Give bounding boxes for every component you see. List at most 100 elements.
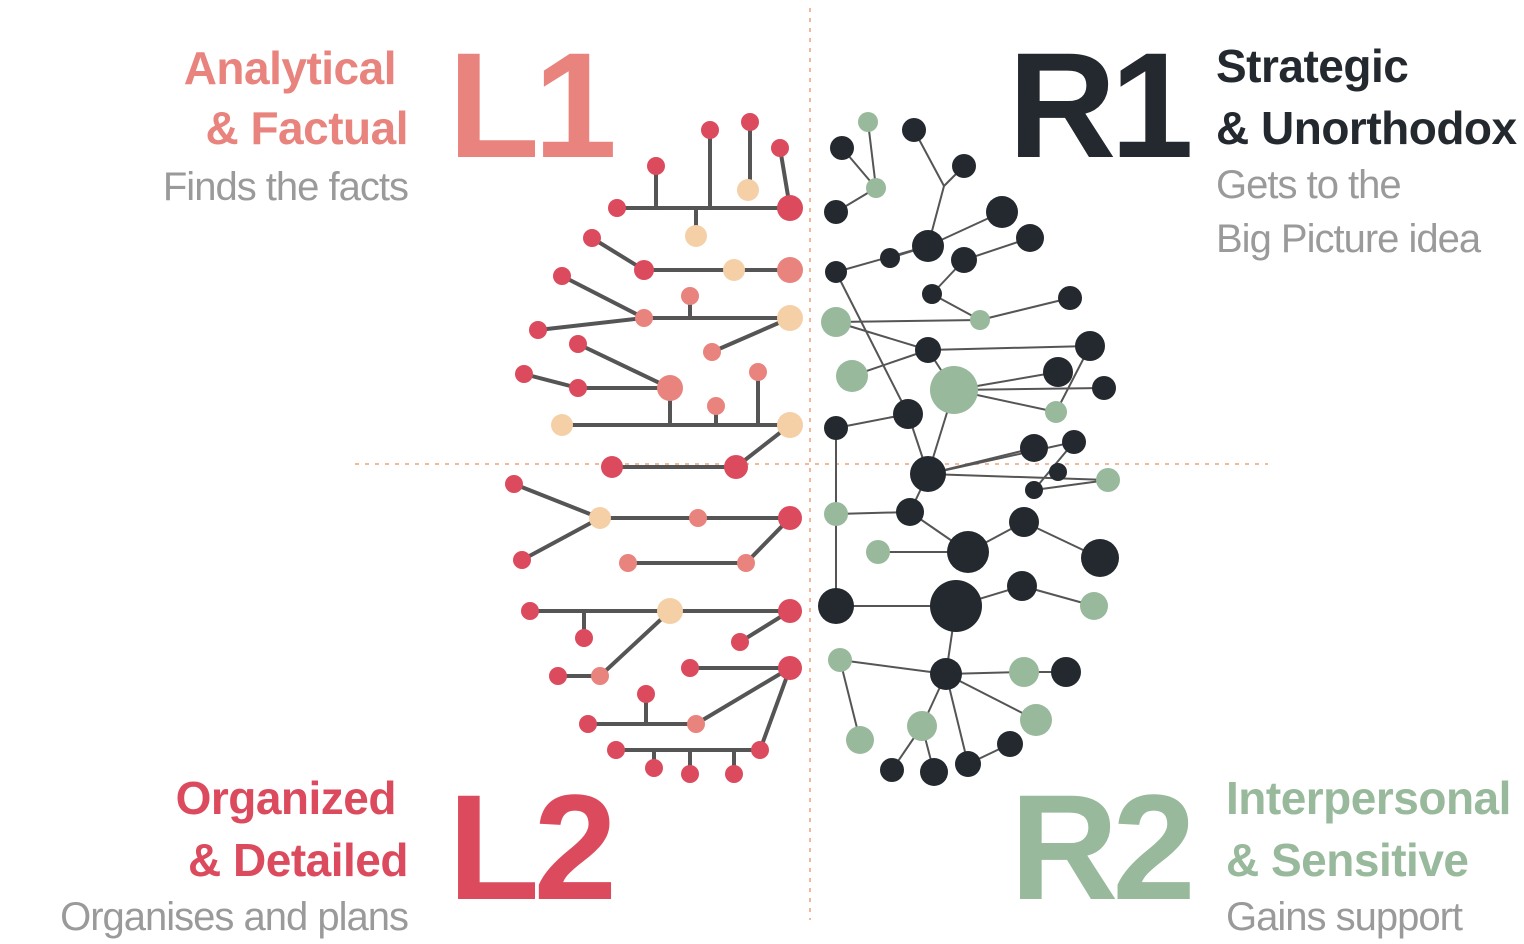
network-node <box>549 667 567 685</box>
network-node <box>515 365 533 383</box>
network-node <box>778 599 802 623</box>
network-node <box>821 307 851 337</box>
network-node <box>647 157 665 175</box>
network-node <box>1062 430 1086 454</box>
network-link <box>536 316 646 332</box>
network-node <box>607 741 625 759</box>
network-link <box>1033 479 1109 491</box>
network-node <box>777 412 803 438</box>
network-link <box>927 473 1109 481</box>
network-node <box>1016 224 1044 252</box>
network-node <box>681 287 699 305</box>
r1-title-line2: & Unorthodox <box>1216 102 1517 154</box>
network-link <box>927 441 1075 475</box>
network-node <box>725 765 743 783</box>
network-link <box>835 321 929 351</box>
network-link <box>522 372 580 390</box>
network-node <box>858 112 878 132</box>
network-node <box>569 379 587 397</box>
network-node <box>778 506 802 530</box>
network-node <box>737 554 755 572</box>
network-node <box>521 602 539 620</box>
network-node <box>1075 331 1105 361</box>
network-node <box>591 667 609 685</box>
network-node <box>1051 657 1081 687</box>
network-node <box>583 229 601 247</box>
network-node <box>637 685 655 703</box>
network-link <box>560 274 646 320</box>
network-node <box>947 531 989 573</box>
network-node <box>681 765 699 783</box>
network-node <box>608 199 626 217</box>
r1-code: R1 <box>1008 21 1194 189</box>
network-node <box>689 509 707 527</box>
r1-title-line1: Strategic <box>1216 40 1409 92</box>
network-node <box>930 366 978 414</box>
network-node <box>657 598 683 624</box>
network-node <box>1025 481 1043 499</box>
l1-description: Finds the facts <box>162 165 409 209</box>
network-node <box>880 248 900 268</box>
left-hemisphere-nodes <box>505 113 803 783</box>
network-node <box>657 375 683 401</box>
network-node <box>830 136 854 160</box>
network-node <box>910 456 946 492</box>
network-node <box>723 259 745 281</box>
network-node <box>777 195 803 221</box>
network-node <box>986 196 1018 228</box>
network-node <box>589 507 611 529</box>
network-link <box>867 121 877 189</box>
network-node <box>685 225 707 247</box>
l2-description: Organises and plans <box>60 895 409 939</box>
network-node <box>778 656 802 680</box>
network-node <box>1043 357 1073 387</box>
network-node <box>1020 434 1048 462</box>
r1-description-line1: Gets to the <box>1216 163 1402 207</box>
network-node <box>866 178 886 198</box>
network-node <box>619 554 637 572</box>
network-node <box>825 261 847 283</box>
network-node <box>635 309 653 327</box>
l2-code: L2 <box>448 763 617 931</box>
network-node <box>907 711 937 741</box>
network-node <box>703 343 721 361</box>
network-node <box>846 726 874 754</box>
right-hemisphere-nodes <box>818 112 1120 786</box>
network-link <box>758 666 792 752</box>
network-node <box>1080 592 1108 620</box>
network-link <box>835 271 909 415</box>
network-node <box>1045 401 1067 423</box>
network-node <box>579 715 597 733</box>
network-node <box>681 659 699 677</box>
network-link <box>927 345 1091 351</box>
network-node <box>824 502 848 526</box>
network-link <box>512 482 602 520</box>
r2-title-line1: Interpersonal <box>1226 772 1511 824</box>
network-node <box>970 310 990 330</box>
network-node <box>749 363 767 381</box>
network-node <box>777 305 803 331</box>
network-node <box>529 321 547 339</box>
network-node <box>751 741 769 759</box>
network-node <box>724 455 748 479</box>
network-node <box>902 118 926 142</box>
network-node <box>707 397 725 415</box>
network-node <box>701 121 719 139</box>
l2-title-line1: Organized <box>175 772 397 824</box>
r2-description: Gains support <box>1226 895 1463 939</box>
network-node <box>771 139 789 157</box>
l2-title-line2: & Detailed <box>188 834 408 886</box>
network-link <box>694 666 792 726</box>
network-node <box>828 648 852 672</box>
network-node <box>893 399 923 429</box>
network-link <box>839 659 947 675</box>
l1-code: L1 <box>448 21 617 189</box>
network-link <box>576 342 672 390</box>
network-node <box>1009 657 1039 687</box>
network-node <box>645 759 663 777</box>
network-node <box>601 456 623 478</box>
r1-description-line2: Big Picture idea <box>1216 217 1481 261</box>
network-node <box>880 758 904 782</box>
network-node <box>553 267 571 285</box>
